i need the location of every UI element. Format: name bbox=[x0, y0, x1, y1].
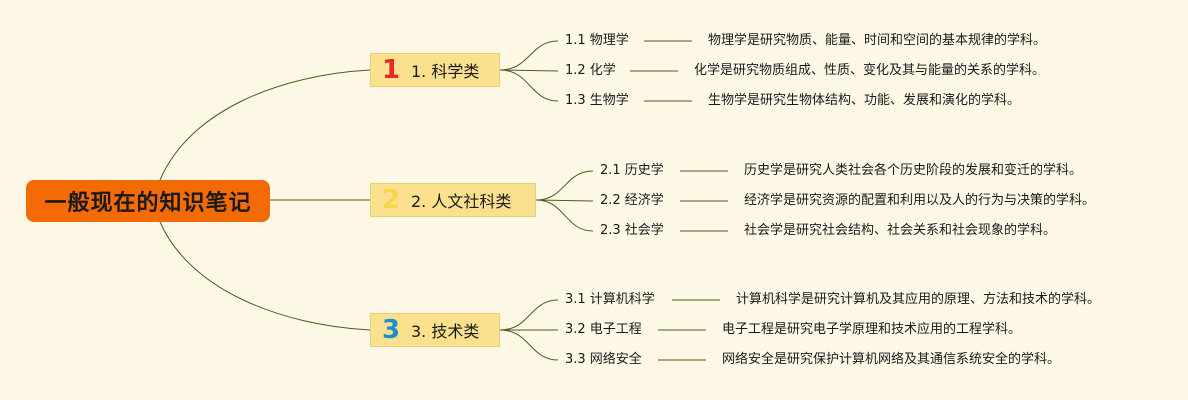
root-node[interactable]: 一般现在的知识笔记 bbox=[26, 180, 270, 222]
leaf-node-biology[interactable]: 1.3 生物学 bbox=[565, 93, 629, 108]
leaf-node-physics[interactable]: 1.1 物理学 bbox=[565, 33, 629, 48]
branch-node-technology[interactable]: 3 3. 技术类 bbox=[370, 313, 500, 347]
number-badge-2: 2 bbox=[381, 185, 401, 215]
leaf-description: 社会学是研究社会结构、社会关系和社会现象的学科。 bbox=[744, 223, 1057, 238]
leaf-description: 化学是研究物质组成、性质、变化及其与能量的关系的学科。 bbox=[694, 63, 1046, 78]
number-badge-3: 3 bbox=[381, 315, 401, 345]
leaf-node-economics[interactable]: 2.2 经济学 bbox=[600, 193, 664, 208]
leaf-description: 计算机科学是研究计算机及其应用的原理、方法和技术的学科。 bbox=[736, 292, 1101, 307]
leaf-node-computer-science[interactable]: 3.1 计算机科学 bbox=[565, 292, 655, 307]
leaf-description: 经济学是研究资源的配置和利用以及人的行为与决策的学科。 bbox=[744, 193, 1096, 208]
branch-node-science[interactable]: 1 1. 科学类 bbox=[370, 53, 500, 87]
connector-b2-item-1 bbox=[535, 170, 594, 201]
branch-label: 3. 技术类 bbox=[411, 322, 480, 341]
leaf-description: 电子工程是研究电子学原理和技术应用的工程学科。 bbox=[722, 322, 1022, 337]
leaf-description: 物理学是研究物质、能量、时间和空间的基本规律的学科。 bbox=[708, 33, 1047, 48]
connector-b1-item-2 bbox=[499, 69, 559, 72]
leaf-description: 网络安全是研究保护计算机网络及其通信系统安全的学科。 bbox=[722, 352, 1061, 367]
leaf-description: 历史学是研究人类社会各个历史阶段的发展和变迁的学科。 bbox=[744, 163, 1083, 178]
connector-b2-item-3 bbox=[535, 199, 594, 232]
connector-b1-item-3 bbox=[499, 69, 559, 102]
connector-root-branch-3 bbox=[159, 221, 371, 331]
leaf-node-sociology[interactable]: 2.3 社会学 bbox=[600, 223, 664, 238]
branch-label: 2. 人文社科类 bbox=[411, 192, 512, 211]
connector-b2-item-2 bbox=[535, 199, 594, 202]
connector-b1-item-1 bbox=[499, 40, 559, 71]
branch-label: 1. 科学类 bbox=[411, 62, 480, 81]
leaf-node-electronic-engineering[interactable]: 3.2 电子工程 bbox=[565, 322, 642, 337]
leaf-description: 生物学是研究生物体结构、功能、发展和演化的学科。 bbox=[708, 93, 1021, 108]
branch-node-humanities[interactable]: 2 2. 人文社科类 bbox=[370, 183, 536, 217]
leaf-node-history[interactable]: 2.1 历史学 bbox=[600, 163, 664, 178]
connector-b3-item-3 bbox=[499, 329, 559, 361]
root-label: 一般现在的知识笔记 bbox=[44, 191, 252, 216]
leaf-node-network-security[interactable]: 3.3 网络安全 bbox=[565, 352, 642, 367]
connector-b3-item-1 bbox=[499, 299, 559, 331]
leaf-node-chemistry[interactable]: 1.2 化学 bbox=[565, 63, 616, 78]
connector-root-branch-1 bbox=[159, 69, 371, 181]
number-badge-1: 1 bbox=[381, 55, 401, 85]
